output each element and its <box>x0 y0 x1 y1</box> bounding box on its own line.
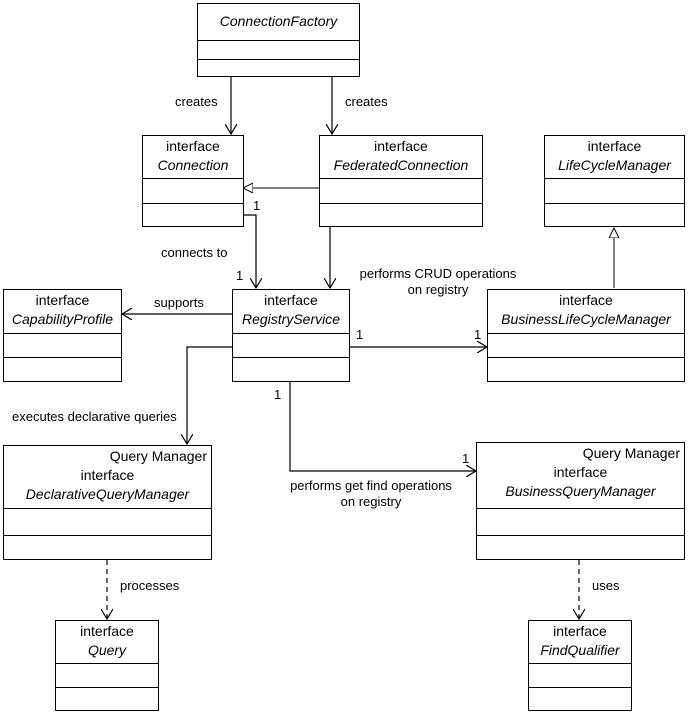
operations-compartment <box>143 204 243 226</box>
class-stereotype: interface <box>80 623 134 639</box>
class-stereotype: interface <box>166 138 220 154</box>
class-name: DeclarativeQueryManager <box>25 486 190 502</box>
class-header: interface Query <box>56 621 158 664</box>
business-life-cycle-manager-class[interactable]: interface BusinessLifeCycleManager <box>487 289 685 382</box>
class-stereotype: interface <box>553 464 608 480</box>
capability-profile-class[interactable]: interface CapabilityProfile <box>3 289 122 382</box>
class-name: CapabilityProfile <box>11 311 114 327</box>
executes-queries-arrow <box>187 346 232 444</box>
attributes-compartment <box>320 179 482 204</box>
multiplicity-bqm-target: 1 <box>462 451 470 466</box>
class-name: FederatedConnection <box>333 157 469 173</box>
connection-factory-class[interactable]: ConnectionFactory <box>197 3 360 77</box>
attributes-compartment <box>143 179 243 204</box>
class-tag: Query Manager <box>582 445 680 461</box>
creates-label-right: creates <box>345 94 388 109</box>
class-name: ConnectionFactory <box>219 13 338 29</box>
class-name: RegistryService <box>241 311 341 327</box>
class-stereotype: interface <box>35 292 90 308</box>
class-stereotype: interface <box>374 138 428 154</box>
operations-compartment <box>488 358 684 381</box>
class-header: Query Manager interface BusinessQueryMan… <box>477 443 684 509</box>
class-stereotype: interface <box>553 623 607 639</box>
class-header: interface Connection <box>143 136 243 179</box>
attributes-compartment <box>233 334 349 358</box>
business-query-manager-class[interactable]: Query Manager interface BusinessQueryMan… <box>476 442 685 560</box>
find-operations-label: performs get find operations on registry <box>286 478 456 510</box>
class-name: BusinessLifeCycleManager <box>501 311 671 327</box>
class-name: BusinessQueryManager <box>505 483 656 499</box>
supports-label: supports <box>154 295 204 310</box>
operations-compartment <box>545 204 684 226</box>
class-header: interface CapabilityProfile <box>4 290 121 334</box>
class-stereotype: interface <box>264 292 318 308</box>
life-cycle-manager-class[interactable]: interface LifeCycleManager <box>544 135 685 227</box>
query-class[interactable]: interface Query <box>55 620 159 711</box>
class-stereotype: interface <box>80 467 135 483</box>
connects-to-label: connects to <box>161 245 228 260</box>
find-label-line2: on registry <box>340 494 402 509</box>
multiplicity-bqm-source: 1 <box>274 387 282 402</box>
class-header: Query Manager interface DeclarativeQuery… <box>4 446 211 509</box>
class-name: LifeCycleManager <box>558 157 671 173</box>
attributes-compartment <box>529 664 631 688</box>
attributes-compartment <box>198 41 359 60</box>
operations-compartment <box>320 204 482 226</box>
class-name: Query <box>87 642 127 658</box>
operations-compartment <box>4 536 211 559</box>
find-qualifier-class[interactable]: interface FindQualifier <box>528 620 632 711</box>
multiplicity-blcm-source: 1 <box>356 327 364 342</box>
class-stereotype: interface <box>587 138 642 154</box>
executes-queries-label: executes declarative queries <box>12 409 177 424</box>
find-label-line1: performs get find operations <box>290 478 452 493</box>
attributes-compartment <box>477 509 684 536</box>
operations-compartment <box>198 60 359 76</box>
connects-to-arrow <box>243 214 256 288</box>
class-header: interface FindQualifier <box>529 621 631 664</box>
class-name: FindQualifier <box>540 642 620 658</box>
find-operations-arrow <box>289 381 476 471</box>
attributes-compartment <box>4 509 211 536</box>
operations-compartment <box>4 358 121 381</box>
declarative-query-manager-class[interactable]: Query Manager interface DeclarativeQuery… <box>3 445 212 560</box>
crud-operations-label: performs CRUD operations on registry <box>356 266 520 298</box>
class-name: Connection <box>157 157 229 173</box>
federated-connection-class[interactable]: interface FederatedConnection <box>319 135 483 227</box>
class-header: ConnectionFactory <box>198 4 359 41</box>
attributes-compartment <box>4 334 121 358</box>
operations-compartment <box>233 358 349 381</box>
class-header: interface FederatedConnection <box>320 136 482 179</box>
class-header: interface BusinessLifeCycleManager <box>488 290 684 334</box>
crud-label-line1: performs CRUD operations <box>359 266 517 281</box>
multiplicity-connection-target: 1 <box>236 268 244 283</box>
connection-class[interactable]: interface Connection <box>142 135 244 227</box>
class-header: interface RegistryService <box>233 290 349 334</box>
registry-service-class[interactable]: interface RegistryService <box>232 289 350 382</box>
attributes-compartment <box>488 334 684 358</box>
uses-label: uses <box>592 578 620 593</box>
attributes-compartment <box>545 179 684 204</box>
operations-compartment <box>529 688 631 710</box>
crud-label-line2: on registry <box>407 282 469 297</box>
attributes-compartment <box>56 664 158 688</box>
multiplicity-connection-source: 1 <box>253 198 261 213</box>
class-stereotype: interface <box>559 292 613 308</box>
processes-label: processes <box>120 578 180 593</box>
operations-compartment <box>56 688 158 710</box>
operations-compartment <box>477 536 684 559</box>
creates-label-left: creates <box>175 94 218 109</box>
class-header: interface LifeCycleManager <box>545 136 684 179</box>
class-tag: Query Manager <box>109 448 207 464</box>
multiplicity-blcm-target: 1 <box>474 327 482 342</box>
